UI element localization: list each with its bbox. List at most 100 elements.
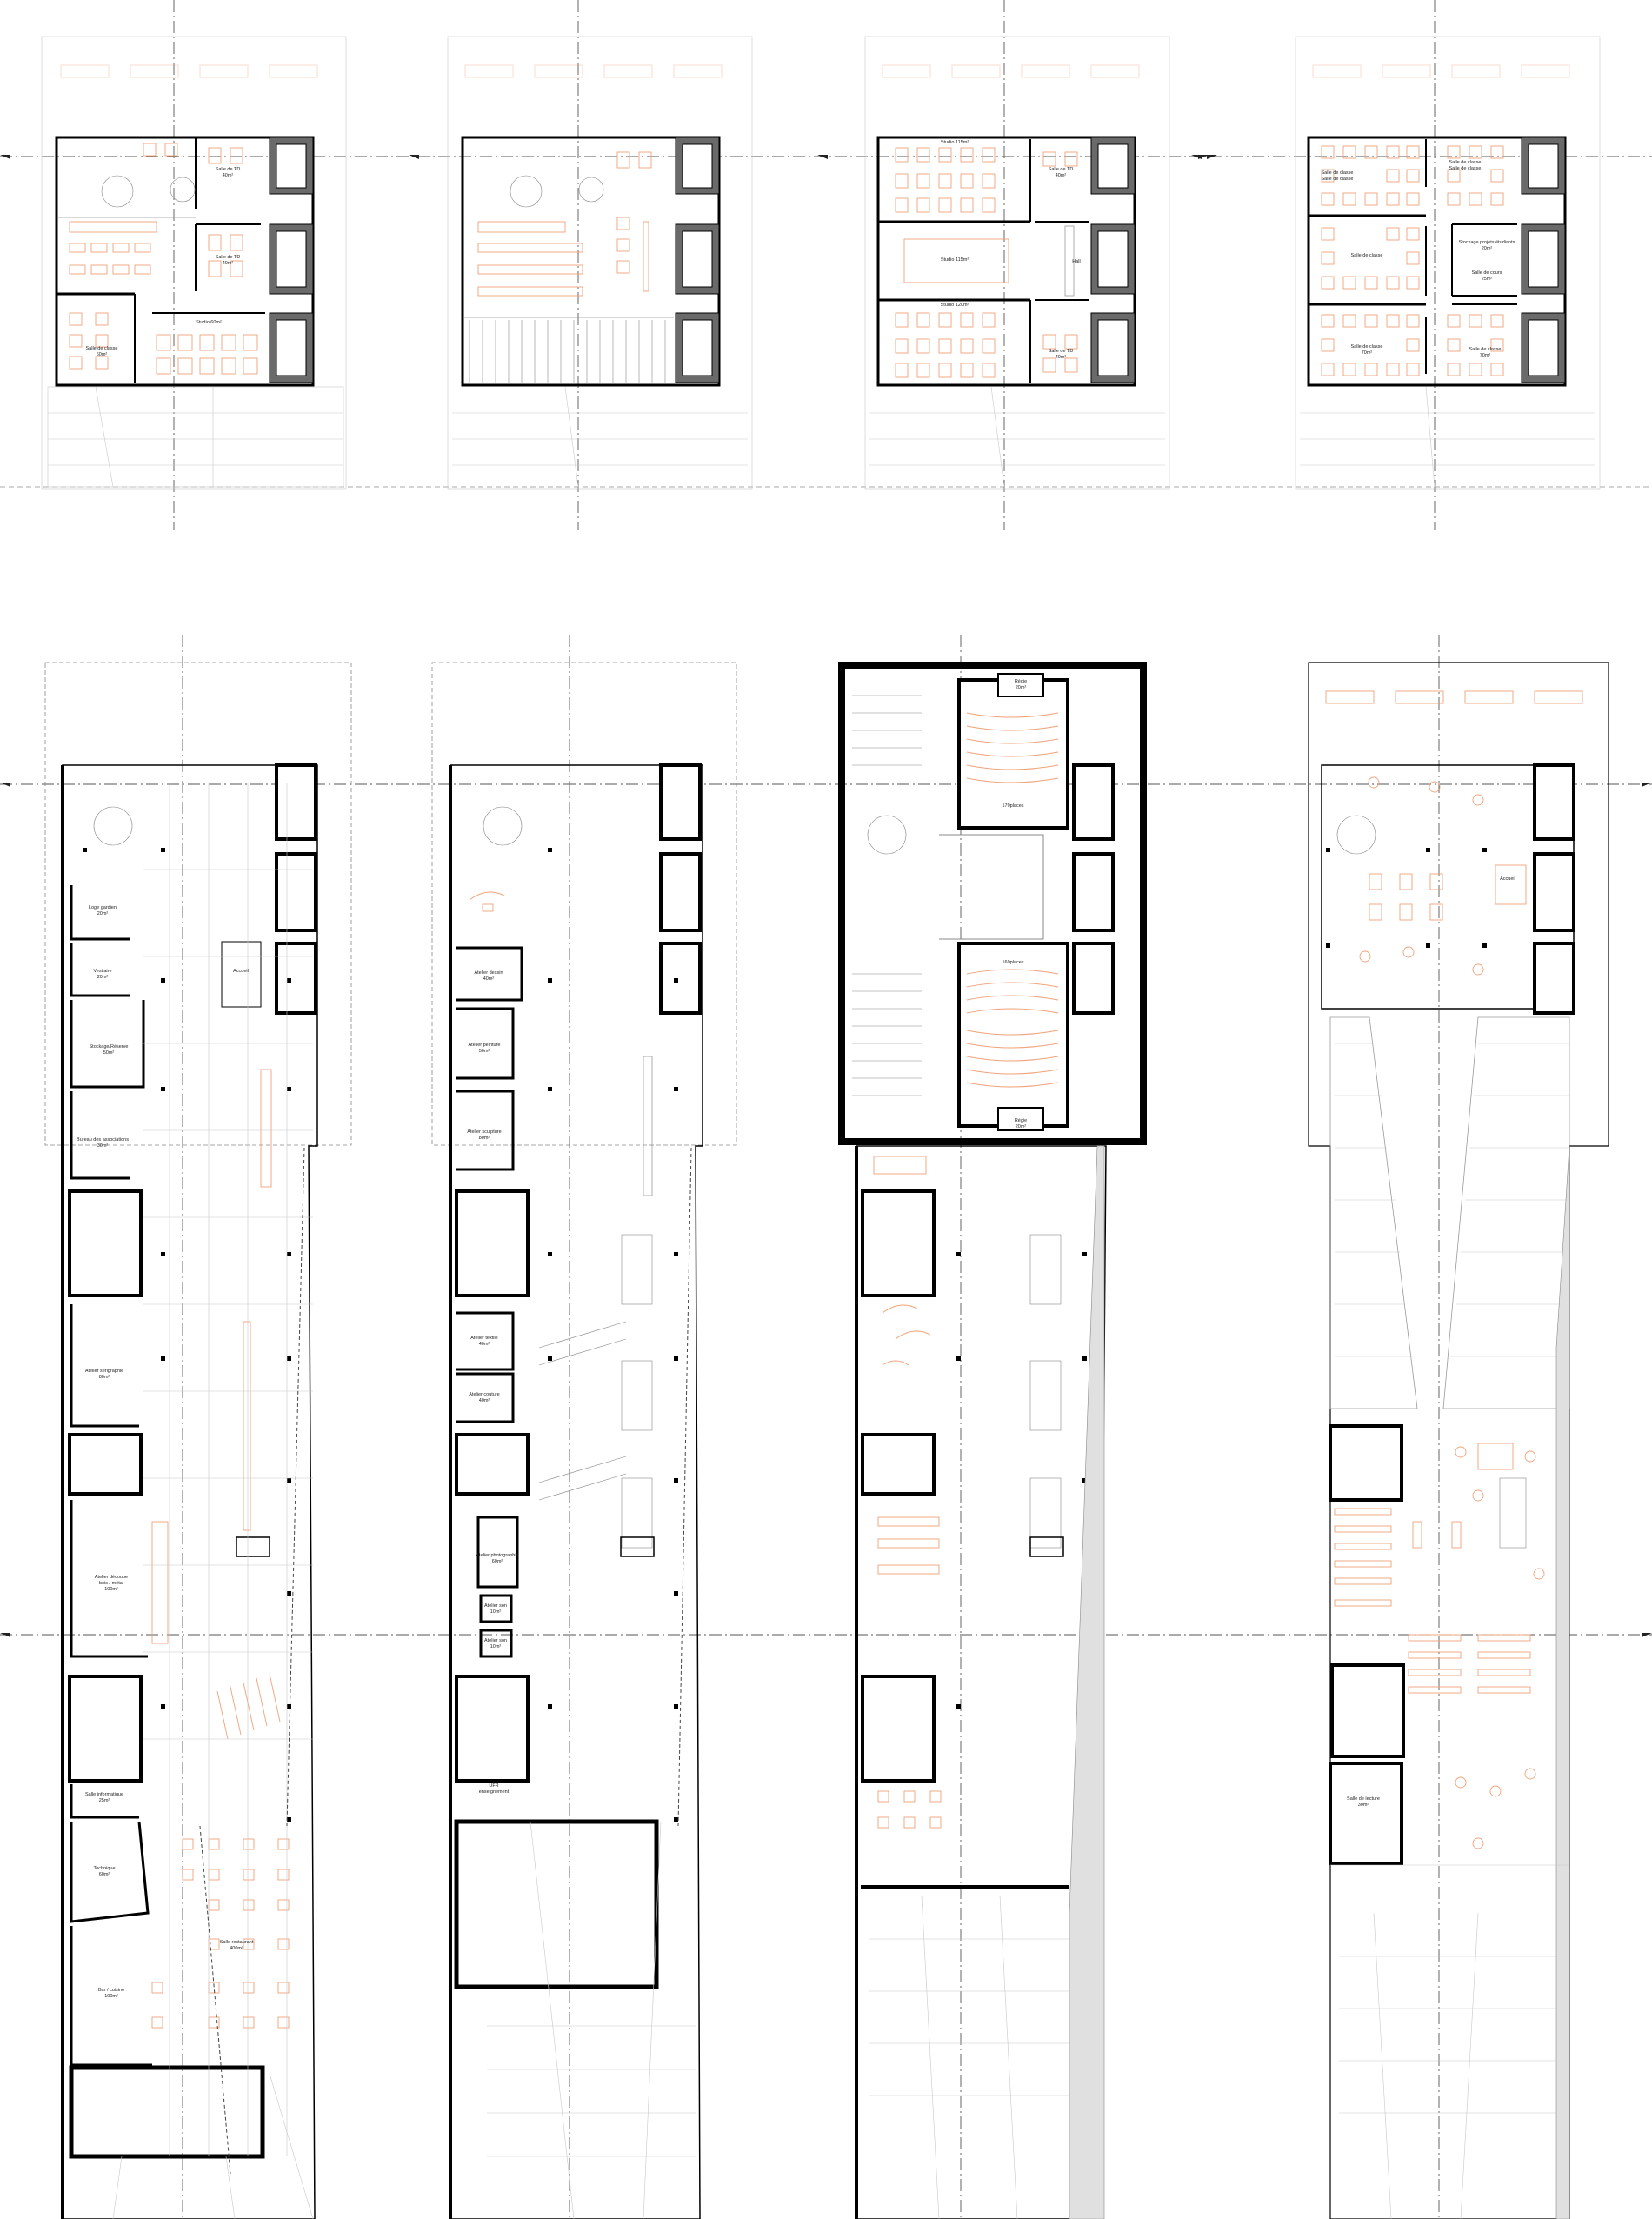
lower1-room-atelier-serigraphie-line: 80m²: [99, 1375, 110, 1380]
lower3-room-auditorium-1-line: 170places: [1002, 803, 1023, 809]
upper4-room-classe-1-line: Salle de classe: [1322, 177, 1354, 182]
upper1-room-td-2-line: Salle de TD: [216, 255, 241, 260]
upper1-room-classe-line: 60m²: [97, 352, 108, 357]
lower4-room-lecture-line: 30m²: [1358, 1803, 1369, 1808]
lower2-room-atelier-textile-line: Atelier textile: [470, 1336, 498, 1341]
lower3-room-auditorium-2: 160places: [1002, 960, 1023, 965]
lower1-room-atelier-decoupe-line: bois / métal: [99, 1581, 123, 1586]
lower2-room-atelier-son-line: 10m²: [490, 1609, 502, 1615]
lower1-room-vestiaire-line: Vestiaire: [93, 969, 111, 974]
upper3-room-studio-mid: Studio 115m²: [941, 257, 969, 263]
lower1-room-bureaux-line: Bureau des associations: [77, 1137, 129, 1143]
upper1-room-classe-line: Salle de classe: [86, 346, 118, 351]
lower1-room-bar-cuisine-line: Bar / cuisine: [98, 1988, 124, 1993]
floor-plan-upper-2: [447, 36, 753, 490]
upper4-room-stockage-line: Stockage projets étudiants: [1459, 240, 1515, 245]
lower2-room-atelier-son-line: Atelier son: [484, 1603, 507, 1609]
lower3-room-regie-bottom-line: 20m²: [1016, 1124, 1027, 1129]
upper4-room-classe-3-line: Salle de classe: [1351, 253, 1383, 258]
lower1-room-accueil: Accueil: [233, 969, 249, 974]
lower2-room-ufr-line: UFR: [489, 1783, 498, 1789]
lower2-room-atelier-sculpture-line: 80m²: [479, 1136, 490, 1141]
lower1-room-informatique-line: 25m²: [99, 1798, 110, 1803]
upper4-room-salle-cours-line: Salle de cours: [1472, 270, 1502, 276]
lower1-room-vestiaire-line: 20m²: [97, 975, 109, 980]
lower2-room-atelier-photo-line: Atelier photographie: [476, 1553, 518, 1558]
lower1-room-stockage-line: 50m²: [103, 1050, 115, 1056]
lower2-room-atelier-couture-line: 40m²: [479, 1398, 490, 1403]
upper3-room-td-2-line: 40m²: [1056, 355, 1067, 360]
upper4-room-classe-4-line: Salle de classe: [1351, 344, 1383, 350]
lower1-room-bar-cuisine-line: 100m²: [104, 1994, 118, 1999]
upper4-room-classe-1-line: Salle de classe: [1322, 170, 1354, 176]
floor-plan-lower-4: [1308, 662, 1609, 2219]
floor-plan-lower-1: [44, 662, 352, 2219]
lower1-room-loge-line: 20m²: [97, 911, 109, 916]
upper3-room-studio-bottom: Studio 120m²: [941, 303, 969, 308]
floor-plan-upper-3: [864, 36, 1170, 490]
lower1-room-technique-line: 60m²: [99, 1872, 110, 1877]
lower2-room-atelier-peinture-line: Atelier peinture: [469, 1043, 501, 1048]
upper4-room-classe-2-line: Salle de classe: [1449, 166, 1482, 171]
upper3-room-hall-line: Hall: [1072, 259, 1080, 264]
lower1-room-technique-line: Technique: [93, 1866, 115, 1871]
lower1-room-atelier-decoupe-line: Atelier découpe: [95, 1575, 128, 1580]
lower1-room-bureaux-line: 30m²: [97, 1143, 109, 1149]
lower3-room-regie-top-line: 20m²: [1016, 685, 1027, 690]
lower1-room-accueil-line: Accueil: [233, 969, 249, 974]
lower1-room-loge-line: Loge gardien: [89, 905, 117, 910]
upper1-room-td-1-line: 40m²: [223, 173, 234, 178]
lower2-room-atelier-dessin-line: Atelier dessin: [474, 970, 503, 976]
lower1-room-restaurant-line: Salle restaurant: [220, 1940, 254, 1945]
upper4-room-stockage-line: 20m²: [1482, 246, 1493, 251]
upper4-room-classe-3: Salle de classe: [1351, 253, 1383, 258]
upper4-room-classe-5-line: Salle de classe: [1469, 347, 1502, 352]
upper4-room-classe-4-line: 70m²: [1362, 350, 1373, 356]
lower3-room-auditorium-2-line: 160places: [1002, 960, 1023, 965]
lower2-room-ufr-line: enseignement: [479, 1789, 510, 1795]
lower4-room-lecture-line: Salle de lecture: [1347, 1796, 1380, 1802]
upper3-room-td-1-line: Salle de TD: [1049, 167, 1074, 172]
lower4-room-accueil: Accueil: [1500, 876, 1515, 882]
lower2-room-atelier-photo-line: 60m²: [492, 1559, 503, 1564]
upper3-room-studio-top: Studio 115m²: [941, 140, 969, 145]
lower1-room-restaurant-line: 400m²: [230, 1946, 243, 1951]
upper4-room-classe-5-line: 70m²: [1480, 353, 1491, 358]
upper3-room-td-2-line: Salle de TD: [1049, 349, 1074, 354]
floor-plan-lower-3: [838, 662, 1147, 2219]
lower3-room-regie-bottom-line: Régie: [1015, 1118, 1027, 1123]
upper3-room-td-1-line: 40m²: [1056, 173, 1067, 178]
lower3-room-regie-top-line: Régie: [1015, 679, 1027, 684]
lower4-room-accueil-line: Accueil: [1500, 876, 1515, 882]
upper1-room-td-1-line: Salle de TD: [216, 167, 241, 172]
upper3-room-hall: Hall: [1072, 259, 1080, 264]
lower1-room-atelier-serigraphie-line: Atelier sérigraphie: [85, 1369, 123, 1374]
upper1-room-studio: Studio 60m²: [196, 320, 222, 325]
upper1-room-studio-line: Studio 60m²: [196, 320, 222, 325]
lower1-room-atelier-decoupe-line: 100m²: [104, 1587, 118, 1592]
